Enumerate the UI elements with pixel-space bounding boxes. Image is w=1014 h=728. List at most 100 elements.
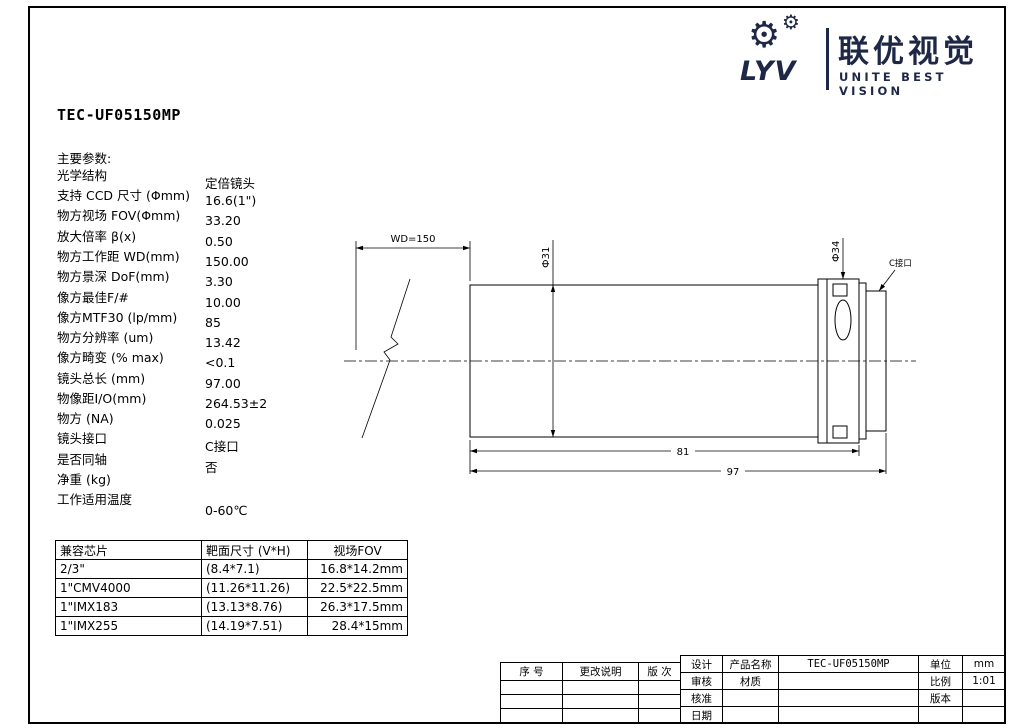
param-label: 支持 CCD 尺寸 (Φmm) (57, 188, 190, 203)
material-value (778, 672, 919, 690)
param-label: 镜头接口 (57, 431, 108, 446)
param-label: 像方畸变 (% max) (57, 350, 164, 365)
param-label: 物方 (NA) (57, 411, 114, 426)
company-logo: ⚙ ⚙ LYV 联优视觉 UNITE BEST VISION (720, 10, 1000, 100)
param-label: 像方MTF30 (lp/mm) (57, 310, 178, 325)
param-value: 33.20 (205, 213, 241, 228)
param-row: 像方畸变 (% max) <0.1 (57, 347, 387, 370)
cell-chip: 1"IMX255 (55, 616, 202, 636)
param-label: 工作适用温度 (57, 492, 133, 507)
cell-fov: 28.4*15mm (307, 616, 408, 636)
param-value: <0.1 (205, 355, 236, 370)
empty-cell (778, 706, 919, 724)
param-row: 物方景深 DoF(mm) 3.30 (57, 266, 387, 289)
review-label: 审核 (680, 672, 723, 690)
title-block-row: 审核 材质 比例 1:01 (680, 672, 1006, 690)
param-label: 放大倍率 β(x) (57, 229, 137, 244)
param-row: 支持 CCD 尺寸 (Φmm) 16.6(1") (57, 185, 387, 208)
cell-size: (14.19*7.51) (201, 616, 308, 636)
param-value: 3.30 (205, 274, 233, 289)
approve-label: 核准 (680, 689, 723, 707)
param-row: 物方视场 FOV(Φmm) 33.20 (57, 205, 387, 228)
date-label: 日期 (680, 706, 723, 724)
unit-value: mm (962, 655, 1006, 673)
cell-fov: 16.8*14.2mm (307, 559, 408, 579)
param-label: 光学结构 (57, 168, 108, 183)
rev-col-version: 版 次 (638, 662, 681, 681)
logo-divider (826, 28, 829, 90)
rev-col-number: 序 号 (500, 662, 563, 681)
param-value: 0-60℃ (205, 503, 248, 518)
param-row: 物方 (NA) 0.025 (57, 408, 387, 431)
unit-label: 单位 (918, 655, 963, 673)
param-value: 150.00 (205, 254, 249, 269)
param-label: 物像距I/O(mm) (57, 391, 147, 406)
param-value: 10.00 (205, 295, 241, 310)
param-row: 净重 (kg) (57, 469, 387, 491)
table-row: 2/3" (8.4*7.1) 16.8*14.2mm (55, 559, 408, 579)
param-row: 物方工作距 WD(mm)150.00 (57, 246, 387, 269)
param-value: 264.53±2 (205, 396, 268, 411)
cell-size: (11.26*11.26) (201, 578, 308, 598)
cell-size: (13.13*8.76) (201, 597, 308, 617)
param-label: 物方景深 DoF(mm) (57, 269, 170, 284)
param-value: C接口 (205, 439, 239, 454)
param-row: 物像距I/O(mm) 264.53±2 (57, 388, 387, 411)
param-row: 镜头接口 C接口 (57, 428, 387, 454)
scale-label: 比例 (918, 672, 963, 690)
param-value: 0.025 (205, 416, 241, 431)
param-value: 13.42 (205, 335, 241, 350)
param-value: 97.00 (205, 376, 241, 391)
gear-small-icon: ⚙ (782, 10, 800, 34)
gear-icon: ⚙ (748, 15, 781, 56)
scale-value: 1:01 (962, 672, 1006, 690)
col-header-fov: 视场FOV (307, 540, 408, 560)
logo-mark: LYV (740, 56, 797, 87)
revision-table: 序 号 更改说明 版 次 (500, 662, 681, 723)
cell-fov: 22.5*22.5mm (307, 578, 408, 598)
table-row: 1"IMX255 (14.19*7.51) 28.4*15mm (55, 616, 408, 636)
param-label: 物方视场 FOV(Φmm) (57, 208, 181, 223)
title-block-row: 日期 (680, 706, 1006, 724)
param-value: 否 (205, 460, 218, 475)
title-block-table: 设计 产品名称 TEC-UF05150MP 单位 mm 审核 材质 比例 1:0… (680, 655, 1006, 724)
param-label: 像方最佳F/# (57, 290, 129, 305)
cell-chip: 1"CMV4000 (55, 578, 202, 598)
empty-cell (962, 706, 1006, 724)
title-block-row: 设计 产品名称 TEC-UF05150MP 单位 mm (680, 655, 1006, 673)
cell-fov: 26.3*17.5mm (307, 597, 408, 617)
cell-size: (8.4*7.1) (201, 559, 308, 579)
version-value (962, 689, 1006, 707)
col-header-sensor-size: 靶面尺寸 (V*H) (201, 540, 308, 560)
page-title: TEC-UF05150MP (57, 106, 181, 124)
revision-empty-row (500, 694, 681, 709)
version-label: 版本 (918, 689, 963, 707)
empty-cell (722, 689, 779, 707)
cell-chip: 1"IMX183 (55, 597, 202, 617)
param-label: 净重 (kg) (57, 472, 111, 487)
rev-col-description: 更改说明 (562, 662, 639, 681)
material-label: 材质 (722, 672, 779, 690)
empty-cell (778, 689, 919, 707)
param-row: 像方最佳F/# 10.00 (57, 287, 387, 310)
param-value: 16.6(1") (205, 193, 257, 208)
revision-empty-row (500, 680, 681, 695)
param-row: 放大倍率 β(x)0.50 (57, 226, 387, 249)
revision-empty-row (500, 708, 681, 723)
sensor-compatibility-table: 兼容芯片 靶面尺寸 (V*H) 视场FOV 2/3" (8.4*7.1) 16.… (55, 540, 408, 636)
param-row: 光学结构定倍镜头 (57, 165, 387, 191)
brand-name-cn: 联优视觉 (838, 34, 978, 70)
col-header-chip: 兼容芯片 (55, 540, 202, 560)
product-name-value: TEC-UF05150MP (778, 655, 919, 673)
param-row: 像方MTF30 (lp/mm) 85 (57, 307, 387, 330)
param-value: 85 (205, 315, 221, 330)
product-name-label: 产品名称 (722, 655, 779, 673)
param-row: 物方分辨率 (um)13.42 (57, 327, 387, 350)
cell-chip: 2/3" (55, 559, 202, 579)
table-header-row: 兼容芯片 靶面尺寸 (V*H) 视场FOV (55, 540, 408, 560)
param-label: 镜头总长 (mm) (57, 371, 146, 386)
param-label: 是否同轴 (57, 452, 108, 467)
params-heading: 主要参数: (57, 151, 112, 166)
param-row: 是否同轴否 (57, 449, 387, 475)
param-row: 工作适用温度 0-60℃ (57, 489, 387, 518)
